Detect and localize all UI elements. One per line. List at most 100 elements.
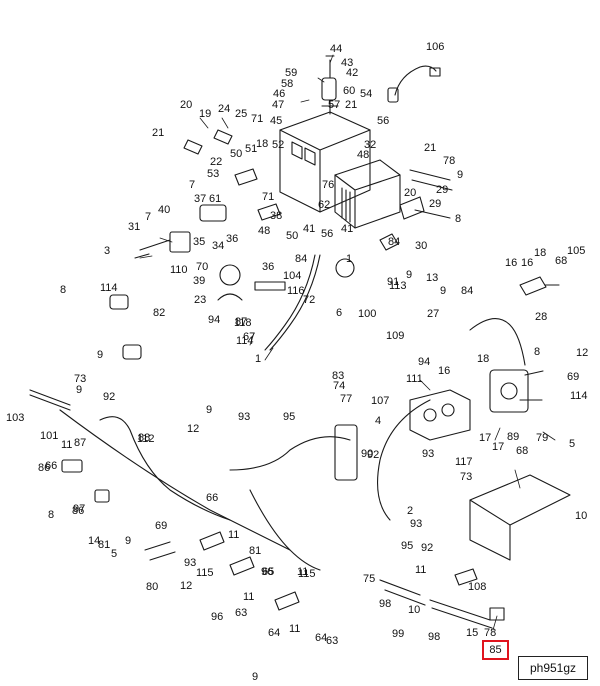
callout-96: 96 — [211, 611, 223, 623]
callout-59: 59 — [285, 67, 297, 79]
callout-9: 9 — [206, 404, 212, 416]
callout-89: 89 — [507, 431, 519, 443]
callout-93: 93 — [410, 518, 422, 530]
callout-21: 21 — [152, 127, 164, 139]
callout-29: 29 — [436, 184, 448, 196]
callout-65: 65 — [262, 566, 274, 578]
callout-12: 12 — [576, 347, 588, 359]
callout-68: 68 — [516, 445, 528, 457]
callout-72: 72 — [303, 294, 315, 306]
callout-60: 60 — [343, 85, 355, 97]
callout-98: 98 — [379, 598, 391, 610]
callout-64: 64 — [268, 627, 280, 639]
callout-9: 9 — [440, 285, 446, 297]
valve-cluster — [409, 369, 571, 561]
callout-21: 21 — [345, 99, 357, 111]
clamps — [109, 258, 355, 360]
callout-95: 95 — [283, 411, 295, 423]
callout-20: 20 — [180, 99, 192, 111]
callout-73: 73 — [460, 471, 472, 483]
callout-9: 9 — [76, 384, 82, 396]
callout-66: 66 — [45, 460, 57, 472]
callout-82: 82 — [153, 307, 165, 319]
callout-36: 36 — [262, 261, 274, 273]
callout-112: 112 — [137, 433, 155, 445]
callout-92: 92 — [103, 391, 115, 403]
callout-69: 69 — [567, 371, 579, 383]
callout-11: 11 — [415, 564, 426, 576]
callout-116: 116 — [287, 285, 305, 297]
callout-78: 78 — [443, 155, 455, 167]
callout-107: 107 — [371, 395, 389, 407]
callout-70: 70 — [196, 261, 208, 273]
callout-68: 68 — [555, 255, 567, 267]
callout-88: 88 — [138, 432, 150, 444]
callout-114: 114 — [570, 390, 588, 402]
callout-96: 96 — [261, 566, 273, 578]
callout-19: 19 — [199, 108, 211, 120]
callout-84: 84 — [295, 253, 307, 265]
callout-54: 54 — [360, 88, 372, 100]
lower-left-components — [29, 389, 358, 611]
callout-95: 95 — [401, 540, 413, 552]
callout-21: 21 — [424, 142, 436, 154]
callout-35: 35 — [193, 236, 205, 248]
callout-86: 86 — [38, 462, 50, 474]
callout-5: 5 — [569, 438, 575, 450]
hose-lines — [59, 254, 526, 571]
callout-110: 110 — [170, 264, 188, 276]
callout-8: 8 — [534, 346, 540, 358]
callout-10: 10 — [408, 604, 420, 616]
callout-11: 11 — [228, 529, 239, 541]
callout-52: 52 — [272, 139, 284, 151]
callout-58: 58 — [281, 78, 293, 90]
callout-45: 45 — [270, 115, 282, 127]
callout-57: 57 — [328, 99, 340, 111]
callout-67: 67 — [243, 331, 255, 343]
figure-id-label: ph951gz — [529, 661, 577, 675]
callout-93: 93 — [238, 411, 250, 423]
left-fittings — [134, 129, 281, 259]
sensor-106 — [387, 65, 441, 103]
callout-37: 37 — [194, 193, 206, 205]
callout-50: 50 — [230, 148, 242, 160]
callout-105: 105 — [567, 245, 585, 257]
callout-103: 103 — [6, 412, 24, 424]
callout-99: 99 — [392, 628, 404, 640]
callout-62: 62 — [318, 199, 330, 211]
callout-41: 41 — [303, 223, 315, 235]
highlighted-callout-box: 85 — [482, 640, 509, 660]
callout-22: 22 — [210, 156, 222, 168]
callout-100: 100 — [358, 308, 376, 320]
callout-24: 24 — [218, 103, 230, 115]
callout-115: 115 — [298, 568, 316, 580]
callout-106: 106 — [426, 41, 444, 53]
callout-101: 101 — [40, 430, 58, 442]
highlighted-callout-label: 85 — [489, 644, 502, 656]
callout-80: 80 — [146, 581, 158, 593]
callout-109: 109 — [386, 330, 404, 342]
callout-115: 115 — [196, 567, 214, 579]
callout-78: 78 — [484, 627, 496, 639]
callout-12: 12 — [180, 580, 192, 592]
callout-9: 9 — [252, 671, 258, 683]
callout-84: 84 — [388, 236, 400, 248]
callout-15: 15 — [466, 627, 478, 639]
leader-lines — [139, 54, 556, 631]
callout-39: 39 — [193, 275, 205, 287]
callout-46: 46 — [273, 88, 285, 100]
callout-11: 11 — [243, 591, 254, 603]
callout-11: 11 — [289, 623, 300, 635]
callout-90: 90 — [361, 448, 373, 460]
callout-9: 9 — [97, 349, 103, 361]
callout-93: 93 — [422, 448, 434, 460]
callout-12: 12 — [187, 423, 199, 435]
callout-111: 111 — [406, 373, 423, 385]
callout-16: 16 — [438, 365, 450, 377]
callout-40: 40 — [158, 204, 170, 216]
callout-108: 108 — [468, 581, 486, 593]
callout-9: 9 — [406, 269, 412, 281]
callout-56: 56 — [321, 228, 333, 240]
